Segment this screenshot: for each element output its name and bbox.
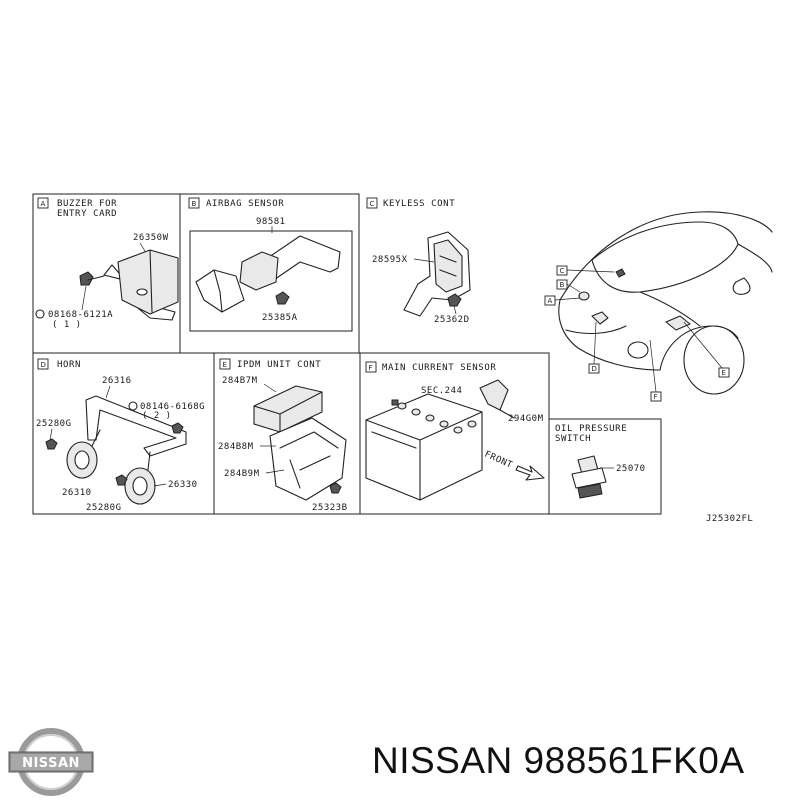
svg-text:E: E [223, 361, 227, 369]
svg-text:F: F [654, 393, 658, 401]
panel-ipdm: E IPDM UNIT CONT 284B7M 284B8M 284B9M 25… [218, 358, 348, 513]
panel-key-f [365, 361, 377, 373]
part-284b7m: 284B7M [222, 376, 258, 386]
panel-title-oil-2: SWITCH [555, 434, 591, 444]
panel-title-horn: HORN [57, 360, 81, 370]
part-08168-6121a: 08168-6121A [48, 310, 113, 320]
diagram-code: J25302FL [706, 514, 753, 524]
part-26330: 26330 [168, 480, 198, 490]
panel-buzzer: A BUZZER FOR ENTRY CARD 26350W 08168-612… [35, 197, 179, 330]
panel-key-b [188, 197, 200, 209]
circle-s-symbol-icon [35, 309, 45, 319]
panel-title-ipdm: IPDM UNIT CONT [237, 360, 321, 370]
svg-text:E: E [722, 369, 726, 377]
front-arrow-icon [515, 465, 545, 481]
panel-key-d [37, 358, 49, 370]
part-qty-d: ( 2 ) [142, 411, 172, 421]
part-25280g-upper: 25280G [36, 419, 72, 429]
circle-b-symbol-icon [128, 401, 138, 411]
svg-text:D: D [41, 361, 46, 369]
svg-text:A: A [41, 200, 46, 208]
panel-keyless-cont: C KEYLESS CONT 28595X 25362D [366, 197, 471, 325]
locator-key-c [556, 265, 568, 276]
panel-main-current-sensor: F MAIN CURRENT SENSOR SEC.244 294G0M FRO… [365, 361, 545, 501]
panel-title-oil-1: OIL PRESSURE [555, 424, 627, 434]
part-284b8m: 284B8M [218, 442, 254, 452]
panel-title-keyless: KEYLESS CONT [383, 199, 455, 209]
part-25070: 25070 [616, 464, 646, 474]
svg-text:C: C [370, 200, 375, 208]
panel-airbag-sensor: B AIRBAG SENSOR 98581 25385A [188, 197, 353, 332]
part-25362d: 25362D [434, 315, 470, 325]
bolt-icon [79, 271, 94, 286]
bolt-icon [171, 422, 184, 434]
front-direction-label: FRONT [483, 450, 514, 471]
panel-horn: D HORN 26316 08146-6168G ( 2 ) 25280G 26… [36, 358, 205, 513]
svg-text:B: B [192, 200, 197, 208]
nissan-logo-icon: NISSAN [8, 728, 94, 796]
svg-text:A: A [548, 297, 553, 305]
panel-key-a [37, 197, 49, 209]
part-08146-6168g: 08146-6168G [140, 402, 205, 412]
svg-text:F: F [369, 364, 373, 372]
part-number-caption: NISSAN 988561FK0A [372, 740, 745, 781]
part-26310: 26310 [62, 488, 92, 498]
svg-text:C: C [560, 267, 565, 275]
part-25323b: 25323B [312, 503, 348, 513]
bolt-icon [447, 293, 462, 307]
bolt-icon [275, 291, 290, 305]
part-sec-244: SEC.244 [421, 386, 462, 396]
bolt-icon [45, 438, 58, 450]
panel-frames [32, 193, 662, 515]
part-98581: 98581 [256, 217, 286, 227]
panel-oil-pressure-switch: OIL PRESSURE SWITCH 25070 [555, 424, 646, 499]
part-25280g-lower: 25280G [86, 503, 122, 513]
part-284b9m: 284B9M [224, 469, 260, 479]
panel-key-e [219, 358, 231, 370]
panel-title-buzzer-2: ENTRY CARD [57, 209, 117, 219]
part-26316: 26316 [102, 376, 132, 386]
locator-key-b [556, 279, 568, 290]
panel-title-buzzer-1: BUZZER FOR [57, 199, 117, 209]
part-26350w: 26350W [133, 233, 169, 243]
vehicle-locator: C B A D E F [544, 211, 773, 402]
part-294g0m: 294G0M [508, 414, 544, 424]
part-28595x: 28595X [372, 255, 408, 265]
part-qty-a: ( 1 ) [52, 320, 82, 330]
part-25385a: 25385A [262, 313, 298, 323]
svg-text:B: B [560, 281, 565, 289]
locator-key-a [544, 295, 556, 306]
svg-text:D: D [592, 365, 597, 373]
locator-key-e [718, 367, 730, 378]
bolt-icon [329, 482, 342, 494]
bolt-icon [115, 474, 128, 486]
panel-title-current-sensor: MAIN CURRENT SENSOR [382, 363, 496, 373]
panel-key-c [366, 197, 378, 209]
panel-title-airbag: AIRBAG SENSOR [206, 199, 284, 209]
logo-text: NISSAN [22, 756, 80, 771]
